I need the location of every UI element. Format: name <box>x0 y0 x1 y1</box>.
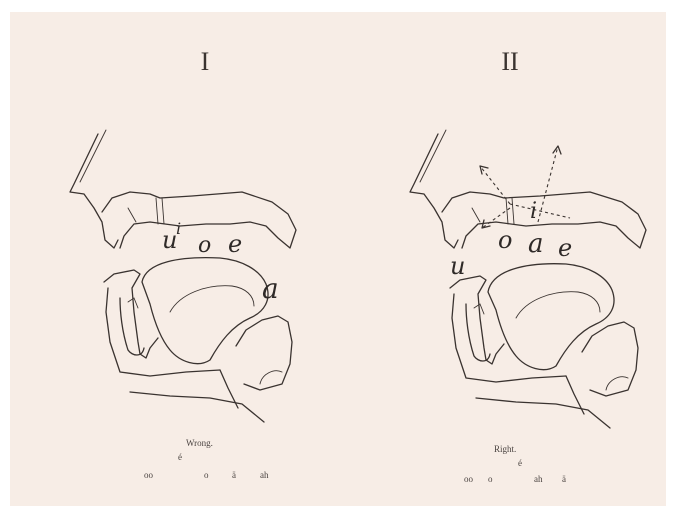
panel-caption: Wrong. <box>186 438 213 448</box>
vowel-mark: a <box>262 272 279 305</box>
vowel-mark: i <box>176 219 181 238</box>
sound-label: ah <box>260 470 269 480</box>
vocal-diagrams: I u i o e a <box>10 12 666 506</box>
sound-label: o <box>204 470 209 480</box>
head-profile <box>410 130 646 428</box>
vowel-mark: e <box>228 230 242 258</box>
illustration-page: I u i o e a <box>10 12 666 506</box>
panel-numeral: II <box>501 47 518 76</box>
larynx <box>236 316 292 390</box>
lower-teeth <box>466 304 490 361</box>
tongue <box>488 264 614 370</box>
vowel-mark: e <box>558 234 572 262</box>
hard-palate <box>442 192 646 248</box>
vowel-mark: o <box>198 233 211 258</box>
lower-jaw <box>104 270 158 358</box>
panel-caption: Right. <box>494 444 516 454</box>
sound-label: ä <box>232 470 236 480</box>
panel-right: II u <box>410 47 646 484</box>
sound-label: oo <box>144 470 154 480</box>
sound-label: ah <box>534 474 543 484</box>
sound-label: é <box>178 452 182 462</box>
neck-line <box>130 392 264 422</box>
nose-outline <box>70 134 118 248</box>
neck-line <box>476 398 610 428</box>
resonance-arrows <box>480 146 570 228</box>
lower-jaw <box>450 276 504 364</box>
tongue <box>142 258 268 364</box>
vowel-mark: i <box>530 199 537 224</box>
sound-label: ä <box>562 474 566 484</box>
sound-label: é <box>518 458 522 468</box>
sound-label: o <box>488 474 493 484</box>
panel-numeral: I <box>201 47 210 76</box>
sound-label: oo <box>464 474 474 484</box>
vowel-mark: o <box>498 226 512 254</box>
panel-wrong: I u i o e a <box>70 47 296 480</box>
lower-teeth <box>120 298 144 355</box>
arrow-head <box>480 166 488 174</box>
vowel-mark: u <box>450 252 465 280</box>
nose-outline <box>410 134 458 248</box>
vowel-mark: a <box>528 229 544 259</box>
larynx <box>582 322 638 396</box>
